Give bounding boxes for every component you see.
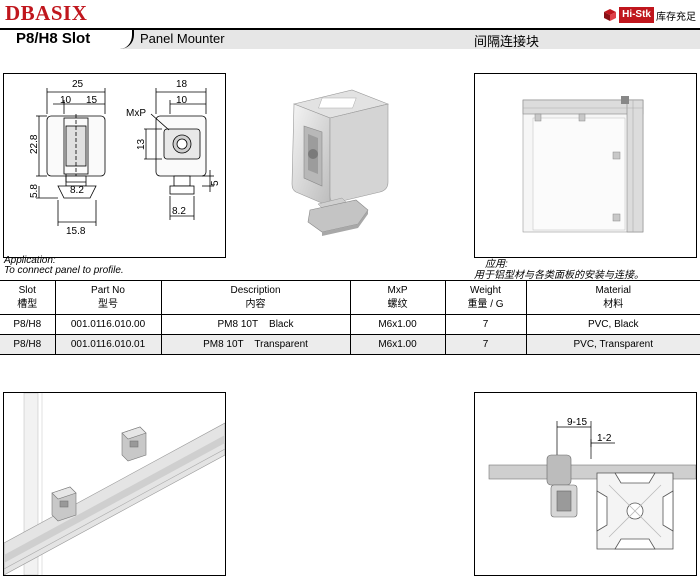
dim-8-2-side: 8.2 <box>172 206 186 217</box>
table-row: P8/H8 001.0116.010.01 PM8 10T Transparen… <box>0 334 700 355</box>
dim-10-side: 10 <box>176 95 188 106</box>
installation-view <box>522 96 644 233</box>
dim-10-front: 10 <box>60 95 72 106</box>
cell-material: PVC, Transparent <box>525 334 700 355</box>
cell-mxp: M6x1.00 <box>349 334 445 355</box>
cell-part-no: 001.0116.010.00 <box>54 314 161 335</box>
section-view-panel: 9-15 1-2 <box>474 392 697 576</box>
application-text-cn: 用于铝型材与各类面板的安装与连接。 <box>474 270 644 281</box>
badge-cn: 库存充足 <box>656 11 696 23</box>
dim-5-8: 5.8 <box>29 184 40 198</box>
title-tab <box>0 28 134 49</box>
dim-5: 5 <box>210 180 221 186</box>
title-band <box>0 28 700 49</box>
installation-view-panel <box>474 73 697 258</box>
application-label: Application: <box>4 255 56 266</box>
cell-part-no: 001.0116.010.01 <box>54 334 161 355</box>
stock-badge: Hi-Stk 库存充足 <box>603 6 696 24</box>
dim-13: 13 <box>136 138 147 150</box>
section-dim-b: 1-2 <box>597 433 612 444</box>
product-render <box>291 89 390 236</box>
cube-icon <box>604 9 617 21</box>
section-dim-a: 9-15 <box>567 417 587 428</box>
cell-weight: 7 <box>444 314 526 335</box>
badge-tag: Hi-Stk <box>619 7 654 23</box>
cell-material: PVC, Black <box>525 314 700 335</box>
cell-description: PM8 10T Transparent <box>160 334 350 355</box>
cell-weight: 7 <box>444 334 526 355</box>
product-title-cn: 间隔连接块 <box>474 34 540 49</box>
dim-mxp: MxP <box>126 108 146 119</box>
dimension-drawing-panel: 25 10 15 18 10 MxP 22.8 13 8.2 5.8 5 8.2… <box>3 73 226 258</box>
dim-25: 25 <box>72 79 84 90</box>
cell-slot: P8/H8 <box>0 314 55 335</box>
cell-mxp: M6x1.00 <box>349 314 445 335</box>
brand-logo: DBASIX <box>5 1 88 25</box>
dim-18: 18 <box>176 79 188 90</box>
section-view: 9-15 1-2 <box>488 417 697 550</box>
cell-description: PM8 10T Black <box>160 314 350 335</box>
dim-15: 15 <box>86 95 98 106</box>
dim-22-8: 22.8 <box>29 134 40 154</box>
dimension-drawing: 25 10 15 18 10 MxP 22.8 13 8.2 5.8 5 8.2… <box>29 79 221 237</box>
application-text: To connect panel to profile. <box>4 265 124 276</box>
dim-15-8: 15.8 <box>66 226 86 237</box>
table-row: P8/H8 001.0116.010.00 PM8 10T Black M6x1… <box>0 314 700 335</box>
usage-scene-panel <box>3 392 226 576</box>
dim-8-2-front: 8.2 <box>70 185 84 196</box>
product-title: Panel Mounter <box>140 31 225 46</box>
application-label-cn: 应用: <box>485 259 508 270</box>
slot-title: P8/H8 Slot <box>16 30 91 47</box>
usage-scene <box>3 392 226 576</box>
cell-slot: P8/H8 <box>0 334 55 355</box>
